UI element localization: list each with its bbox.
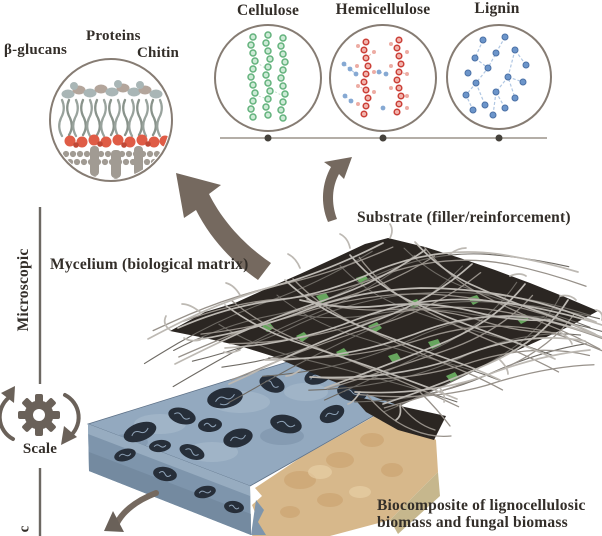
arrow-mat-to-cell-wall [176, 173, 271, 280]
mat-edge-whiskers [163, 223, 602, 421]
lignin-label: Lignin [474, 0, 520, 17]
cellulose-label: Cellulose [236, 2, 300, 19]
proteins-label: Proteins [86, 28, 141, 44]
hemicellulose-label: Hemicellulose [335, 1, 431, 18]
scale-label: Scale [22, 441, 58, 457]
gear-icon [18, 394, 60, 436]
cellulose-inset [214, 24, 322, 132]
arrow-slab-down [104, 490, 159, 532]
beta-glucans-label: β-glucans [4, 42, 68, 58]
chitin-label: Chitin [137, 45, 180, 61]
mat-drape-fibers [367, 391, 452, 438]
biocomposite-annotation-line2: biomass and fungal biomass [377, 514, 568, 531]
biocomposite-slab-illustration [86, 357, 440, 536]
arrow-mat-to-polymers [322, 157, 352, 222]
substrate-annotation: Substrate (filler/reinforcement) [357, 209, 571, 226]
hemicellulose-inset [329, 24, 437, 132]
fungal-cell-wall-inset [49, 58, 173, 182]
membrane-diagram [52, 80, 170, 179]
lignin-inset [446, 24, 552, 130]
polymer-axis [220, 134, 547, 142]
cellulose-chain-dots [247, 31, 289, 122]
macroscopic-axis-label-partial: c [16, 525, 33, 533]
tan-slab [252, 404, 440, 536]
blue-slab-cross-section [86, 357, 399, 535]
microscopic-axis-label: Microscopic [15, 248, 32, 332]
hemicellulose-chain-dots [341, 36, 409, 118]
biocomposite-annotation: Biocomposite of lignocellulosic biomass … [377, 497, 586, 531]
biocomposite-annotation-line1: Biocomposite of lignocellulosic [377, 497, 586, 514]
lignin-network-dots [462, 33, 530, 119]
mycelium-bound-particles [114, 367, 367, 514]
mycelium-annotation: Mycelium (biological matrix) [50, 256, 249, 273]
rotate-arrows-icon [0, 386, 81, 445]
mycelium-mat-illustration [137, 223, 602, 440]
